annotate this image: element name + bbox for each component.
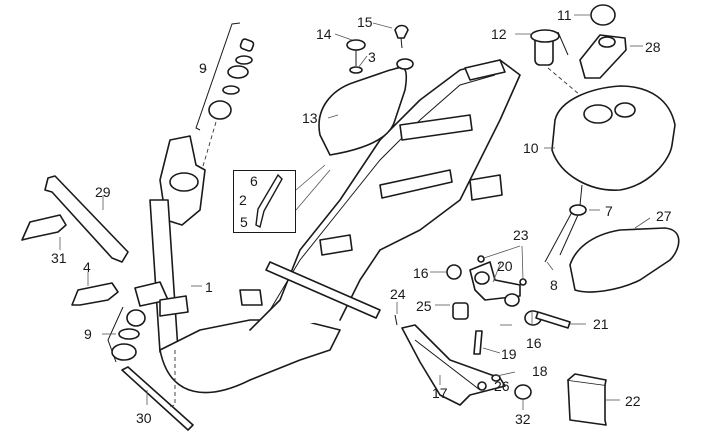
callout-26: 26 (494, 378, 510, 394)
callout-13: 13 (302, 110, 318, 126)
callout-11: 11 (557, 7, 572, 23)
callout-20: 20 (497, 258, 513, 274)
callout-8: 8 (550, 277, 558, 293)
fuel-tank-assembly (530, 4, 680, 293)
callout-9-lower: 9 (84, 326, 92, 342)
callout-25: 25 (416, 298, 432, 314)
callout-18: 18 (532, 363, 548, 379)
leader-lines (59, 14, 651, 410)
inset-fitting (255, 173, 283, 229)
callout-4: 4 (83, 259, 91, 275)
steering-bearing-upper (195, 22, 255, 191)
callout-16-left: 16 (413, 265, 429, 281)
callout-24: 24 (390, 286, 406, 302)
callout-10: 10 (523, 140, 539, 156)
callout-21: 21 (593, 316, 609, 332)
callout-3: 3 (368, 49, 376, 65)
callout-15: 15 (357, 14, 373, 30)
callout-22: 22 (625, 393, 641, 409)
expansion-tank (318, 24, 414, 156)
callout-27: 27 (656, 208, 672, 224)
callout-14: 14 (316, 26, 332, 42)
brackets (21, 175, 194, 431)
tool-bag (567, 373, 607, 426)
callout-5: 5 (240, 214, 248, 230)
callout-9-upper: 9 (199, 60, 207, 76)
callout-17: 17 (432, 385, 448, 401)
callout-6: 6 (250, 173, 258, 189)
callout-12: 12 (491, 26, 507, 42)
callout-16-right: 16 (526, 335, 542, 351)
callout-1: 1 (205, 279, 213, 295)
callout-7: 7 (605, 203, 613, 219)
callout-31: 31 (51, 250, 67, 266)
detail-inset (233, 170, 296, 233)
steering-bearing-lower (107, 306, 146, 363)
callout-30: 30 (136, 410, 152, 426)
engine-link-assembly (446, 255, 571, 329)
frame (134, 59, 521, 394)
callout-28: 28 (645, 39, 661, 55)
center-stand-assembly (394, 314, 532, 406)
callout-29: 29 (95, 184, 111, 200)
callout-23: 23 (513, 227, 529, 243)
callout-2: 2 (239, 192, 247, 208)
callout-19: 19 (501, 346, 517, 362)
callout-32: 32 (515, 411, 531, 427)
